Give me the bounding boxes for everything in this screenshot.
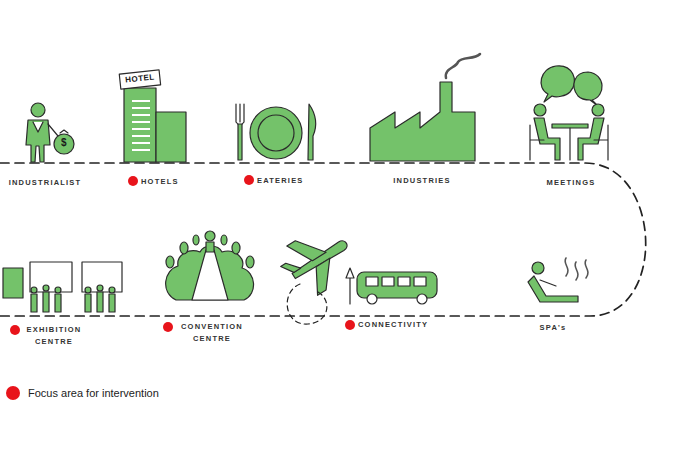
eateries-icon: [236, 104, 316, 160]
exhibition-centre-icon: [3, 262, 122, 312]
journey-path: [0, 163, 646, 316]
stop-label: INDUSTRIALIST: [9, 177, 82, 189]
legend-entry: Focus area for intervention: [6, 386, 159, 400]
hotel-icon: [119, 70, 186, 162]
legend-swatch: [6, 386, 20, 400]
money-symbol: $: [61, 137, 67, 149]
industrialist-icon: [26, 103, 74, 162]
stop-label: INDUSTRIES: [393, 175, 450, 187]
meeting-icon: [530, 66, 608, 160]
stop-label: CONVENTION CENTRE: [171, 321, 253, 345]
stop-label: CONNECTIVITY: [358, 319, 428, 331]
stop-label: MEETINGS: [547, 177, 596, 189]
factory-icon: [370, 54, 480, 161]
stop-label: EATERIES: [257, 175, 304, 187]
stop-label: SPA's: [540, 322, 567, 334]
plane-icon: [273, 219, 361, 325]
stop-label: HOTELS: [141, 176, 179, 188]
spa-icon: [528, 258, 588, 302]
legend-text: Focus area for intervention: [28, 387, 159, 399]
stop-label: EXHIBITION CENTRE: [16, 324, 92, 348]
bus-icon: [346, 268, 437, 304]
focus-dot: [10, 175, 355, 335]
convention-centre-icon: [166, 231, 254, 300]
